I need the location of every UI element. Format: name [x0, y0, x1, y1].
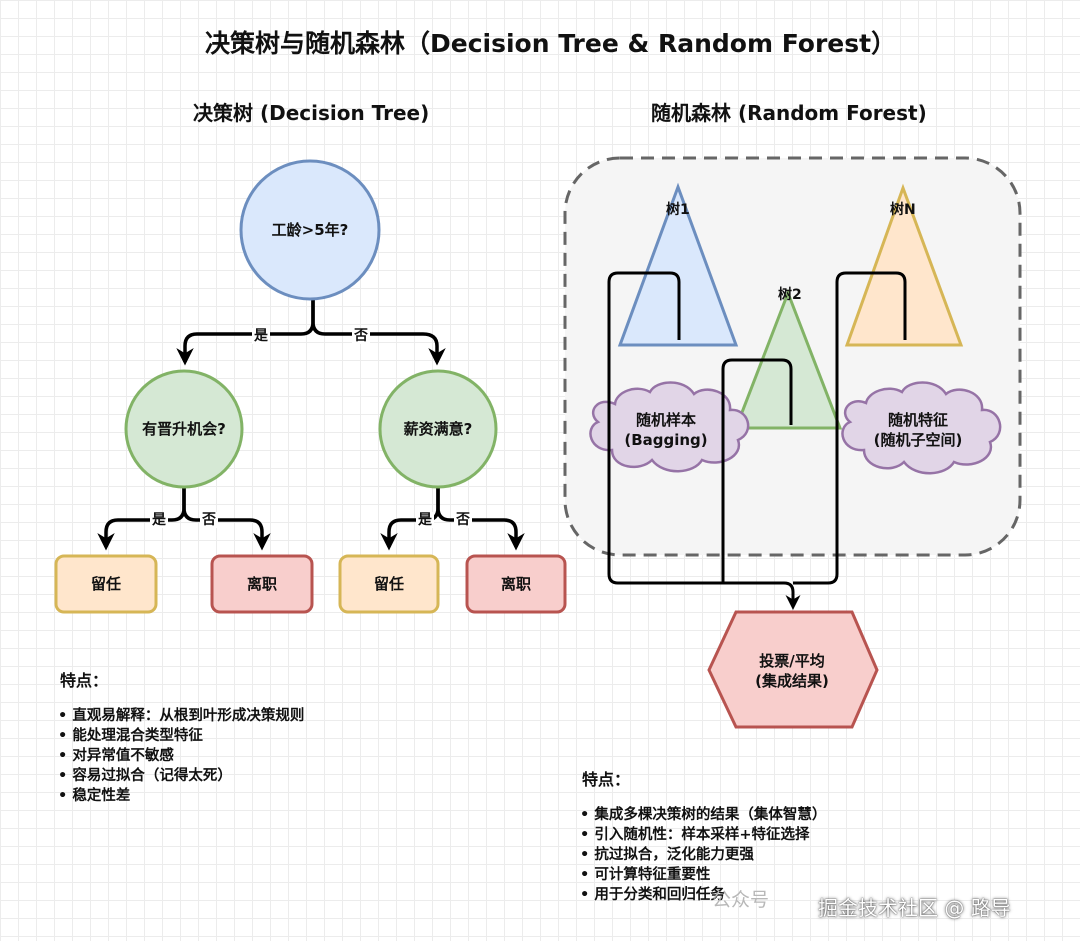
- tree-edges: [97, 298, 525, 551]
- dt-feature-item: 能处理混合类型特征: [58, 726, 304, 746]
- rf-feature-item: 引入随机性：样本采样+特征选择: [580, 825, 826, 845]
- dt-features-title: 特点：: [60, 671, 109, 690]
- tree1-triangle: [617, 182, 739, 347]
- dt-feature-item: 直观易解释：从根到叶形成决策规则: [58, 706, 304, 726]
- cloud-right-line2: (随机子空间): [873, 431, 963, 449]
- treeN-triangle: [844, 183, 964, 347]
- result-line2: (集成结果): [755, 672, 829, 690]
- tree2-label: 树2: [778, 287, 802, 303]
- edge-label-yes-right: 是: [416, 512, 434, 528]
- treeN-label: 树N: [890, 202, 916, 218]
- dt-feature-item: 稳定性差: [58, 786, 304, 806]
- root-node: [239, 159, 381, 301]
- rf-feature-item: 可计算特征重要性: [580, 865, 826, 885]
- left-node-label: 有晋升机会?: [142, 420, 226, 438]
- cloud-left-line1: 随机样本: [635, 411, 696, 429]
- rf-features-title: 特点：: [582, 770, 631, 789]
- dt-feature-item: 容易过拟合（记得太死）: [58, 766, 304, 786]
- result-line1: 投票/平均: [759, 652, 825, 670]
- rf-feature-item: 集成多棵决策树的结果（集体智慧）: [580, 805, 826, 825]
- leaf-leave-2: [465, 554, 567, 614]
- rf-feature-item: 抗过拟合，泛化能力更强: [580, 845, 826, 865]
- edge-label-no-right: 否: [454, 512, 472, 528]
- result-hexagon: [707, 610, 879, 729]
- leaf-stay-2: [338, 554, 440, 614]
- cloud-left: [589, 381, 750, 473]
- edge-label-no-left: 否: [200, 512, 218, 528]
- leaf-stay-2-label: 留任: [373, 575, 404, 593]
- right-node-label: 薪资满意?: [403, 420, 473, 438]
- cloud-right: [841, 381, 1002, 475]
- edge-left-no: [182, 488, 271, 551]
- leaf-leave-1-label: 离职: [246, 575, 277, 593]
- connector-tree1: [607, 271, 801, 610]
- rf-feature-item: 用于分类和回归任务: [580, 885, 826, 905]
- edge-label-yes-left: 是: [150, 512, 168, 528]
- watermark-faint: 公众号: [712, 889, 770, 911]
- decision-tree-heading: 决策树 (Decision Tree): [193, 101, 430, 125]
- connector-tree2: [721, 358, 793, 583]
- edge-right-no: [436, 488, 525, 551]
- page-title: 决策树与随机森林（Decision Tree & Random Forest）: [205, 29, 897, 58]
- forest-connectors: [607, 271, 907, 610]
- edge-root-no: [311, 298, 446, 366]
- cloud-right-line1: 随机特征: [887, 411, 948, 429]
- dt-feature-item: 对异常值不敏感: [58, 746, 304, 766]
- edge-left-yes: [97, 488, 186, 551]
- leaf-leave-2-label: 离职: [500, 575, 531, 593]
- cloud-left-line2: (Bagging): [624, 431, 708, 449]
- edge-root-yes: [176, 298, 315, 366]
- watermark-main: 掘金技术社区 @ 路导: [818, 896, 1011, 920]
- right-node: [378, 369, 498, 489]
- left-node: [124, 369, 244, 489]
- leaf-stay-1: [54, 554, 158, 614]
- random-forest-heading: 随机森林 (Random Forest): [651, 101, 927, 125]
- rf-features-list: 集成多棵决策树的结果（集体智慧） 引入随机性：样本采样+特征选择 抗过拟合，泛化…: [580, 805, 826, 905]
- leaf-stay-1-label: 留任: [90, 575, 121, 593]
- edge-label-yes-root: 是: [252, 328, 270, 344]
- leaf-leave-1: [210, 554, 314, 614]
- tree1-label: 树1: [666, 202, 690, 218]
- connector-treeN: [793, 271, 907, 585]
- edge-label-no-root: 否: [352, 328, 370, 344]
- root-node-label: 工龄>5年?: [271, 221, 349, 239]
- dt-features-list: 直观易解释：从根到叶形成决策规则 能处理混合类型特征 对异常值不敏感 容易过拟合…: [58, 706, 304, 806]
